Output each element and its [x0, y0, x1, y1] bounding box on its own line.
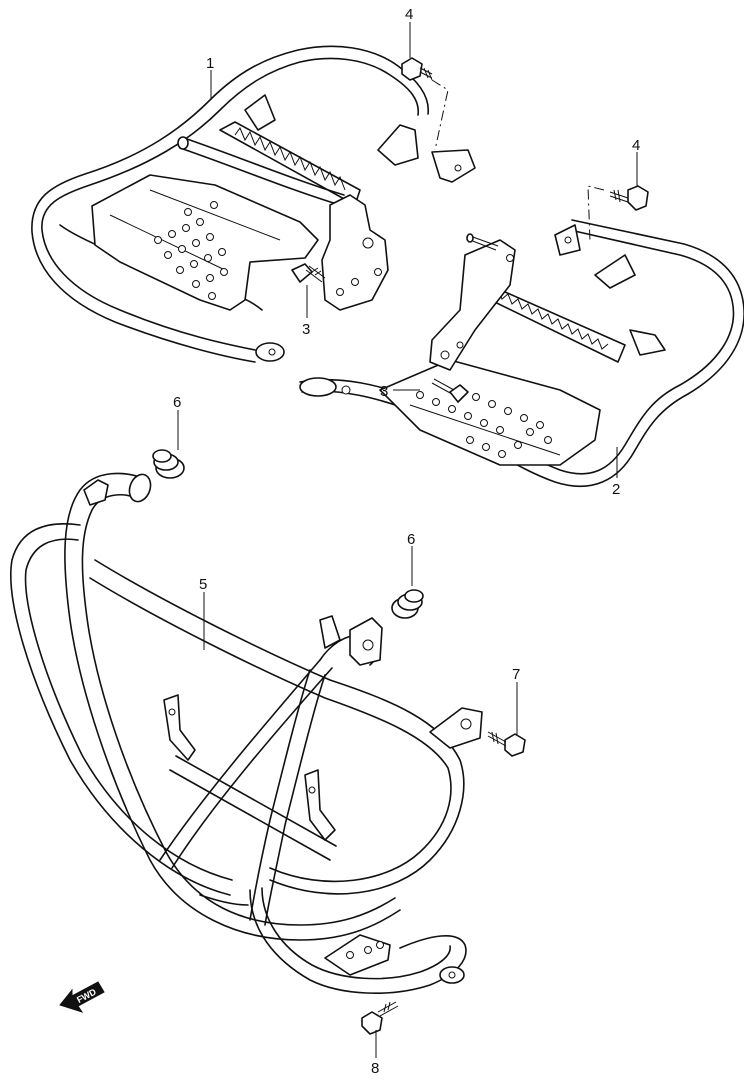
- callout-7: 7: [512, 666, 520, 683]
- callout-4-top: 4: [405, 6, 413, 23]
- forward-direction-arrow-icon: FWD: [59, 981, 105, 1013]
- bolt-4-top-left: [401, 57, 433, 81]
- front-bumper-part: [10, 472, 483, 995]
- bolt-4-right: [609, 185, 649, 211]
- callout-4-right: 4: [632, 137, 640, 154]
- right-footrest-part: [299, 219, 744, 488]
- cap-6-left: [152, 449, 185, 479]
- callout-5: 5: [199, 576, 207, 593]
- bolt-3-left: [291, 263, 326, 283]
- callout-8: 8: [371, 1060, 379, 1077]
- callout-2: 2: [612, 481, 620, 498]
- callout-6-right: 6: [407, 531, 415, 548]
- callout-3-left: 3: [302, 321, 310, 338]
- cap-6-right: [391, 589, 424, 619]
- left-footrest-part: [31, 45, 476, 363]
- callout-1: 1: [206, 55, 214, 72]
- bolt-3-right: [431, 378, 469, 403]
- bolt-7: [487, 731, 526, 757]
- callout-6-left: 6: [173, 394, 181, 411]
- callout-3-right: 3: [380, 383, 388, 400]
- bolt-8: [361, 1001, 399, 1035]
